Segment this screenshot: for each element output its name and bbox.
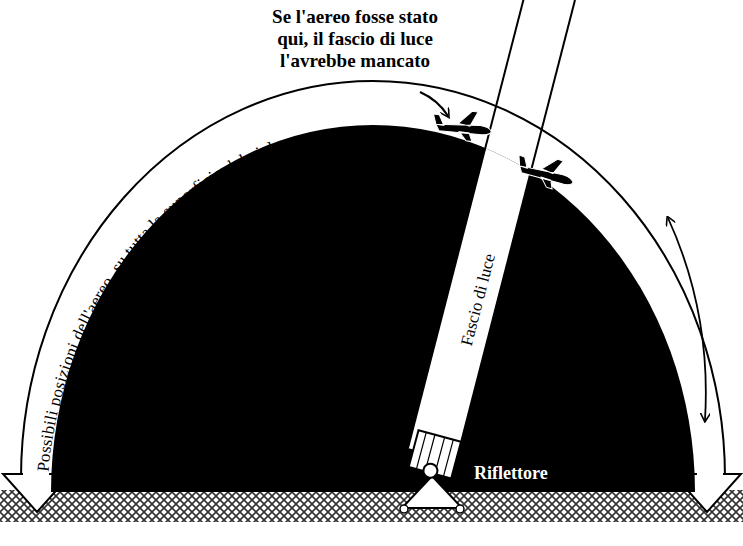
band-joint — [23, 470, 49, 478]
motion-arrow — [668, 218, 706, 420]
band-joint — [697, 470, 723, 478]
light-beam — [408, 0, 575, 462]
searchlight — [400, 430, 464, 513]
night-sky — [51, 125, 695, 492]
arc-label: Possibili posizioni dell'aereo, su tutta… — [33, 135, 285, 472]
ground — [0, 490, 743, 522]
callout-note: Se l'aereo fosse stato qui, il fascio di… — [255, 6, 455, 72]
airplane — [430, 106, 494, 144]
airplane — [512, 148, 578, 195]
leader-arrow — [420, 92, 448, 116]
beam-edge — [456, 0, 575, 462]
arc-label-text: Possibili posizioni dell'aereo, su tutta… — [33, 135, 285, 472]
searchlight-label: Riflettore — [474, 463, 548, 484]
